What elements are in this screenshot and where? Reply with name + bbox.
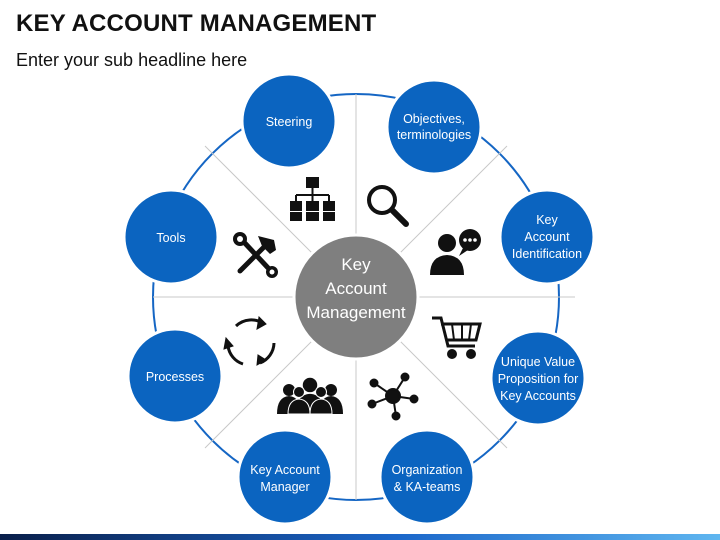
node-identification[interactable]: Key Account Identification xyxy=(498,188,596,286)
node-label: Proposition for xyxy=(498,372,579,386)
node-label: Unique Value xyxy=(501,355,575,369)
org-chart-icon xyxy=(290,177,335,221)
footer-accent-bar xyxy=(0,534,720,540)
network-icon xyxy=(367,372,419,421)
node-label: Processes xyxy=(146,370,204,384)
node-label: terminologies xyxy=(397,128,471,142)
node-tools[interactable]: Tools xyxy=(122,188,220,286)
magnifier-icon xyxy=(367,185,409,227)
node-label: Tools xyxy=(156,231,185,245)
center-label-line-2: Account xyxy=(325,279,387,298)
node-label: Key Account xyxy=(250,463,320,477)
node-label: Account xyxy=(524,230,570,244)
node-label: Organization xyxy=(392,463,463,477)
center-label-line-1: Key xyxy=(341,255,371,274)
team-icon xyxy=(277,376,343,415)
node-label: Steering xyxy=(266,115,313,129)
node-key-account-manager[interactable]: Key Account Manager xyxy=(236,428,334,526)
node-label: Key xyxy=(536,213,558,227)
center-hub: Key Account Management xyxy=(292,233,420,361)
node-label: & KA-teams xyxy=(394,480,461,494)
tools-icon xyxy=(233,232,278,278)
node-label: Identification xyxy=(512,247,582,261)
node-label: Key Accounts xyxy=(500,389,576,403)
cycle-arrows-icon xyxy=(223,315,276,366)
node-label: Manager xyxy=(260,480,309,494)
node-organization[interactable]: Organization & KA-teams xyxy=(378,428,476,526)
page-subtitle: Enter your sub headline here xyxy=(16,50,248,70)
node-objectives[interactable]: Objectives, terminologies xyxy=(385,78,483,176)
node-processes[interactable]: Processes xyxy=(126,327,224,425)
node-steering[interactable]: Steering xyxy=(240,72,338,170)
center-label-line-3: Management xyxy=(306,303,406,322)
node-label: Objectives, xyxy=(403,112,465,126)
page-title: KEY ACCOUNT MANAGEMENT xyxy=(16,10,377,37)
person-chat-icon xyxy=(430,229,481,275)
shopping-cart-icon xyxy=(432,316,482,359)
node-value-proposition[interactable]: Unique Value Proposition for Key Account… xyxy=(489,329,587,427)
